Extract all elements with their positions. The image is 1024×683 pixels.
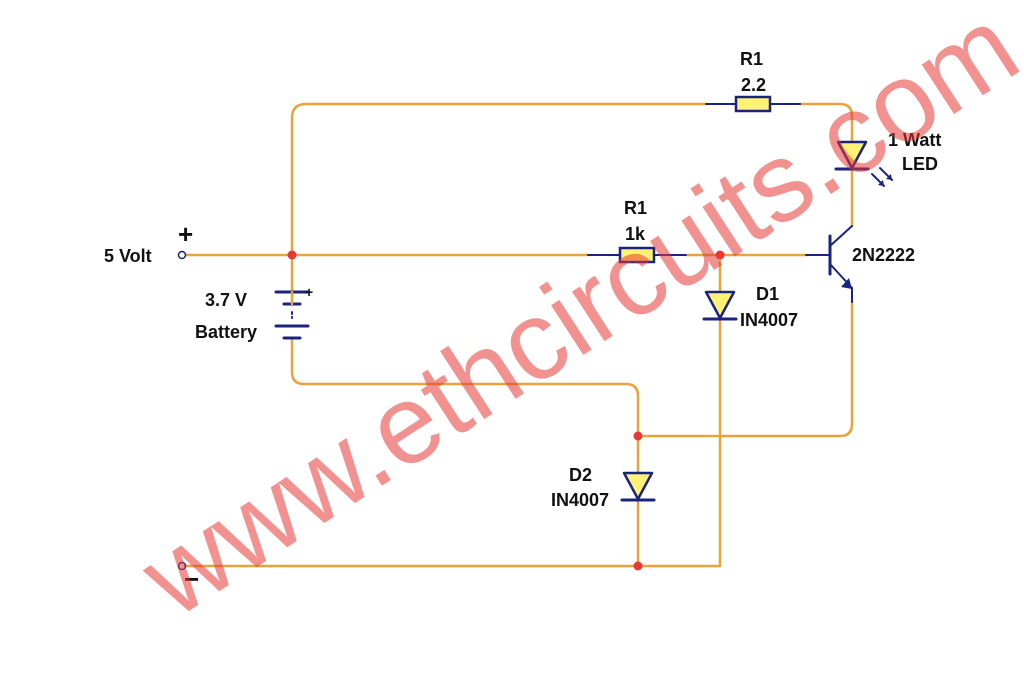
labels: 5 Volt + − 3.7 V Battery + R1 2.2 R1 1k … (104, 49, 941, 594)
diode-d2 (620, 471, 656, 502)
watermark: www.ethcircuits.com (119, 0, 1024, 641)
wire-d1-bottom (636, 318, 722, 568)
terminals (177, 250, 187, 571)
led-1-watt (834, 140, 893, 187)
r-top-name-label: R1 (740, 49, 763, 69)
input-negative-terminal (177, 561, 187, 571)
led-label-line2: LED (902, 154, 938, 174)
battery-3-7v (274, 290, 310, 340)
junction-dot (633, 561, 643, 571)
positive-sign: + (178, 219, 193, 249)
battery-name-label: Battery (195, 322, 257, 342)
battery-voltage-label: 3.7 V (205, 290, 247, 310)
negative-sign: − (184, 564, 199, 594)
resistor-r1-1k (587, 246, 687, 264)
junction-dot (715, 250, 725, 260)
wire-battery-to-d2 (290, 338, 640, 474)
r-top-value-label: 2.2 (741, 75, 766, 95)
transistor-label: 2N2222 (852, 245, 915, 265)
r-mid-value-label: 1k (625, 224, 646, 244)
input-voltage-label: 5 Volt (104, 246, 152, 266)
led-label-line1: 1 Watt (888, 130, 941, 150)
resistor-r1-2-2 (705, 95, 801, 113)
junction-dot (633, 431, 643, 441)
r-mid-name-label: R1 (624, 198, 647, 218)
d1-part-label: IN4007 (740, 310, 798, 330)
wire-r1-to-led (798, 102, 854, 144)
light-emission-arrows-icon (871, 167, 893, 187)
diode-d1 (702, 290, 738, 321)
d1-name-label: D1 (756, 284, 779, 304)
battery-plus-sign: + (305, 284, 313, 300)
d2-name-label: D2 (569, 465, 592, 485)
input-positive-terminal (177, 250, 187, 260)
junction-dot (287, 250, 297, 260)
wire-emitter-return (636, 300, 854, 438)
wire-top-rail (290, 102, 708, 257)
junctions (287, 250, 725, 571)
d2-part-label: IN4007 (551, 490, 609, 510)
emitter-arrow-icon (841, 278, 852, 289)
wires (184, 102, 854, 568)
transistor-2n2222 (805, 225, 853, 303)
